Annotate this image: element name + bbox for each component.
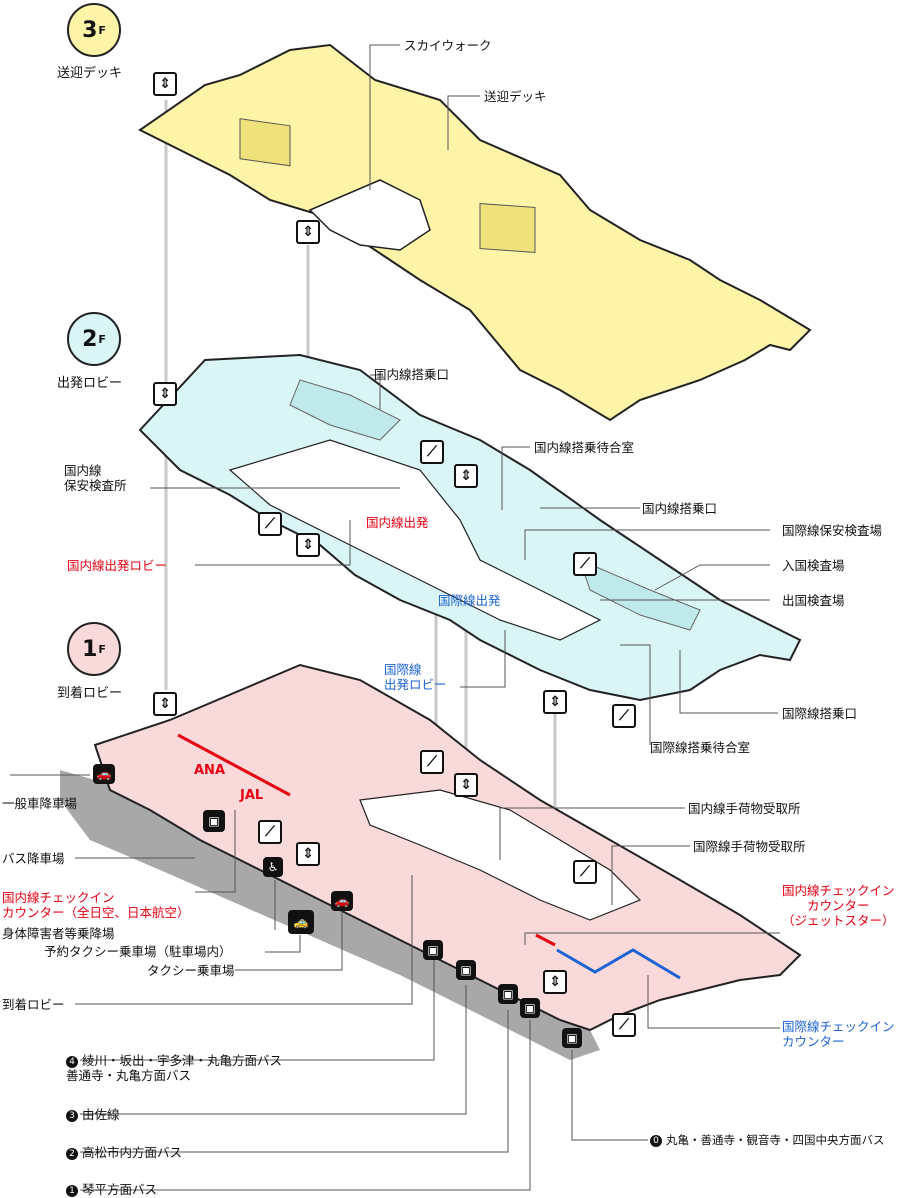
bus-stop-number-badge: 2 [66, 1148, 78, 1160]
label-immigration-out: 出国検査場 [782, 593, 845, 608]
escalator-icon: ⟋ [420, 750, 444, 774]
label-dom-checkin-jetstar: 国内線チェックイン カウンター （ジェットスター） [782, 883, 895, 928]
escalator-icon: ⟋ [258, 820, 282, 844]
label-dom-boarding-gate-right: 国内線搭乗口 [642, 501, 718, 516]
label-dom-boarding-gate-top: 国内線搭乗口 [374, 367, 450, 382]
elevator-icon: ⇕ [296, 533, 320, 557]
bus-stop-text: 綾川・坂出・宇多津・丸亀方面バス 善通寺・丸亀方面バス [66, 1053, 283, 1083]
bus-icon: ▣ [520, 998, 540, 1018]
elevator-icon: ⇕ [296, 842, 320, 866]
floor-suffix: F [98, 332, 106, 346]
road-area [60, 770, 600, 1060]
label-dom-departure-lobby: 国内線出発ロビー [67, 558, 168, 573]
escalator-icon: ⟋ [573, 552, 597, 576]
label-intl-baggage: 国際線手荷物受取所 [693, 839, 806, 854]
label-intl-boarding-gate: 国際線搭乗口 [782, 706, 858, 721]
floor-name-3f: 送迎デッキ [57, 66, 123, 81]
escalator-icon: ⟋ [258, 512, 282, 536]
label-immigration-in: 入国検査場 [782, 558, 845, 573]
floor-number: 3 [82, 17, 98, 43]
elevator-icon: ⇕ [296, 220, 320, 244]
bus-stop-text: 高松市内方面バス [82, 1145, 183, 1160]
bus-stop-number-badge: 3 [66, 1110, 78, 1122]
bus-stop-text: 由佐線 [82, 1107, 120, 1122]
bus-icon: ▣ [562, 1028, 582, 1048]
floor-name-2f: 出発ロビー [57, 376, 123, 391]
label-dom-checkin-counter: 国内線チェックイン カウンター（全日空、日本航空） [2, 890, 190, 920]
label-bus-dropoff: バス降車場 [2, 851, 65, 866]
elevator-icon: ⇕ [543, 970, 567, 994]
escalator-icon: ⟋ [612, 1013, 636, 1037]
elevator-icon: ⇕ [153, 692, 177, 716]
elevator-icon: ⇕ [454, 773, 478, 797]
floor-name-1f: 到着ロビー [57, 686, 123, 701]
label-intl-security: 国際線保安検査場 [782, 523, 883, 538]
label-skywalk: スカイウォーク [404, 38, 492, 53]
escalator-icon: ⟋ [420, 440, 444, 464]
bus-icon: ▣ [203, 810, 225, 832]
label-general-dropoff: 一般車降車場 [2, 796, 78, 811]
floor-suffix: F [98, 642, 106, 656]
car-icon: 🚗 [331, 891, 353, 911]
label-ana: ANA [194, 763, 226, 778]
label-taxi-stand: タクシー乗車場 [147, 963, 235, 978]
elevator-icon: ⇕ [454, 464, 478, 488]
bus-stop-text: 丸亀・善通寺・観音寺・四国中央方面バス [666, 1133, 885, 1147]
bus-icon: ▣ [498, 984, 518, 1004]
label-accessible-boarding: 身体障害者等乗降場 [2, 926, 115, 941]
label-dom-baggage: 国内線手荷物受取所 [688, 801, 801, 816]
bus-stop-number-badge: 0 [650, 1135, 662, 1147]
departure-area [138, 353, 802, 702]
label-dom-waiting-room: 国内線搭乗待合室 [534, 440, 635, 455]
domestic-counter-line [177, 733, 291, 797]
bus-stop-2: 2 高松市内方面バス [66, 1145, 182, 1160]
elevator-icon: ⇕ [153, 72, 177, 96]
label-intl-checkin: 国際線チェックイン カウンター [782, 1019, 895, 1049]
jetstar-counter-line [535, 933, 556, 947]
bus-stop-text: 琴平方面バス [82, 1182, 158, 1197]
escalator-icon: ⟋ [612, 704, 636, 728]
bus-icon: ▣ [423, 940, 443, 960]
label-dom-departure: 国内線出発 [366, 515, 429, 530]
floor-3f-shape [138, 43, 812, 422]
elevator-icon: ⇕ [543, 690, 567, 714]
bus-stop-number-badge: 1 [66, 1185, 78, 1197]
floor-number: 1 [82, 636, 98, 662]
label-deck: 送迎デッキ [484, 89, 547, 104]
leader-lines [10, 44, 780, 1191]
label-intl-departure: 国際線出発 [438, 593, 501, 608]
bus-stop-0: 0 丸亀・善通寺・観音寺・四国中央方面バス [650, 1133, 885, 1148]
elevator-icon: ⇕ [153, 382, 177, 406]
floor-1f-shape [60, 663, 802, 1060]
taxi-icon: 🚕 [288, 910, 314, 934]
floor-suffix: F [98, 23, 106, 37]
bus-stop-1: 1 琴平方面バス [66, 1182, 157, 1197]
floor-2f-shape [138, 353, 802, 702]
label-arrival-lobby: 到着ロビー [2, 997, 65, 1012]
label-reserved-taxi: 予約タクシー乗車場（駐車場内） [44, 944, 232, 959]
floor-number: 2 [82, 326, 98, 352]
car-icon: 🚗 [93, 764, 115, 784]
bus-stop-number-badge: 4 [66, 1056, 78, 1068]
label-intl-waiting-room: 国際線搭乗待合室 [650, 740, 751, 755]
escalator-icon: ⟋ [573, 860, 597, 884]
label-intl-departure-lobby: 国際線 出発ロビー [384, 662, 447, 692]
intl-counter-line [556, 948, 681, 980]
label-dom-security: 国内線 保安検査所 [64, 463, 127, 493]
bus-icon: ▣ [456, 960, 476, 980]
bus-stop-3: 3 由佐線 [66, 1107, 120, 1122]
wheelchair-icon: ♿ [263, 857, 283, 877]
label-jal: JAL [240, 788, 264, 803]
